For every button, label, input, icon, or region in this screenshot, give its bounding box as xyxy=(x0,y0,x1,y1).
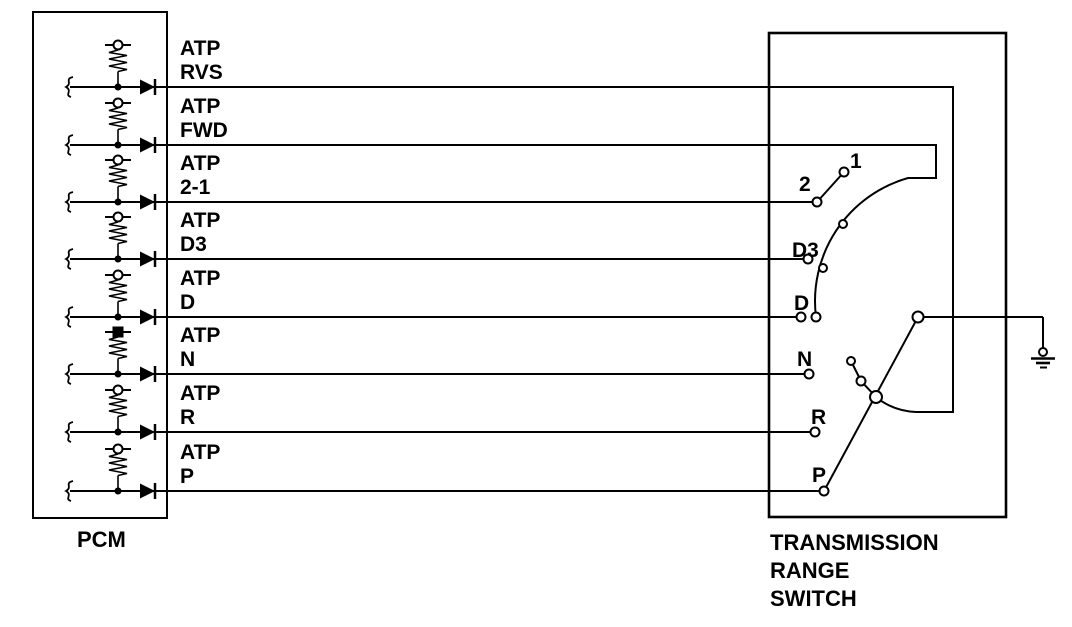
contact-r xyxy=(809,426,821,438)
label-atp-d-line1: ATP xyxy=(180,267,220,290)
label-atp-r-line2: R xyxy=(180,406,195,429)
pcm-circuit-unit-r xyxy=(64,388,157,444)
label-atp-2-1-line1: ATP xyxy=(180,152,220,175)
pullup-terminal-d3 xyxy=(112,211,124,223)
pullup-terminal-d xyxy=(112,269,124,281)
label-atp-fwd-line1: ATP xyxy=(180,95,220,118)
pcm-circuit-unit-rvs xyxy=(64,43,157,99)
label-contact-1: 1 xyxy=(850,150,862,173)
pcm-circuit-unit-d xyxy=(64,273,157,329)
pullup-terminal-p xyxy=(112,443,124,455)
contact-2 xyxy=(811,196,823,208)
switch-arm-p-to-ground xyxy=(823,316,919,492)
label-atp-n-line2: N xyxy=(180,348,195,371)
contact-d3 xyxy=(802,253,814,265)
earth-ground-icon xyxy=(1031,347,1055,369)
contact-p xyxy=(818,485,830,497)
label-atp-p-line1: ATP xyxy=(180,441,220,464)
label-contact-n: N xyxy=(797,348,812,371)
pcm-circuit-unit-n xyxy=(64,330,157,386)
pullup-terminal-fwd xyxy=(112,97,124,109)
wiper-tip-contact xyxy=(846,356,856,366)
label-atp-fwd-line2: FWD xyxy=(180,119,228,142)
range-switch-label-line3: SWITCH xyxy=(770,586,857,611)
label-contact-d3: D3 xyxy=(792,239,819,262)
arc-contact-dot-2 xyxy=(818,263,828,273)
wiper-mid-contact xyxy=(855,375,867,387)
pcm-circuit-unit-2-1 xyxy=(64,158,157,214)
label-atp-d3-line1: ATP xyxy=(180,209,220,232)
label-contact-2: 2 xyxy=(799,173,811,196)
label-atp-2-1-line2: 2-1 xyxy=(180,176,211,199)
ground-terminal xyxy=(1038,347,1048,357)
pullup-terminal-n-square xyxy=(112,326,124,338)
label-atp-r-line1: ATP xyxy=(180,382,220,405)
switch-arm-2-1 xyxy=(816,171,845,203)
pullup-terminal-rvs xyxy=(112,39,124,51)
label-atp-rvs-line2: RVS xyxy=(180,61,223,84)
label-atp-rvs-line1: ATP xyxy=(180,37,220,60)
label-atp-n-line1: ATP xyxy=(180,324,220,347)
pcm-circuit-unit-p xyxy=(64,447,157,503)
label-atp-p-line2: P xyxy=(180,465,194,488)
range-switch-label-line1: TRANSMISSION xyxy=(770,530,939,555)
pcm-circuit-unit-d3 xyxy=(64,215,157,271)
pullup-terminal-r xyxy=(112,384,124,396)
range-switch-label-line2: RANGE xyxy=(770,558,849,583)
contact-1 xyxy=(838,166,850,178)
wiper-hub-contact xyxy=(869,390,883,404)
pcm-box-label: PCM xyxy=(77,527,126,552)
pcm-box xyxy=(32,11,168,519)
label-atp-d-line2: D xyxy=(180,291,195,314)
pcm-circuit-unit-fwd xyxy=(64,101,157,157)
label-atp-d3-line2: D3 xyxy=(180,233,207,256)
contact-n xyxy=(803,368,815,380)
contact-d xyxy=(795,311,807,323)
transmission-range-switch-box xyxy=(767,31,1008,519)
pullup-terminal-2-1 xyxy=(112,154,124,166)
label-contact-d: D xyxy=(794,292,809,315)
arc-contact-dot-1 xyxy=(838,219,848,229)
label-contact-r: R xyxy=(811,406,826,429)
label-contact-p: P xyxy=(812,464,826,487)
ground-arm-pivot xyxy=(911,310,925,324)
arc-end-contact xyxy=(810,311,822,323)
